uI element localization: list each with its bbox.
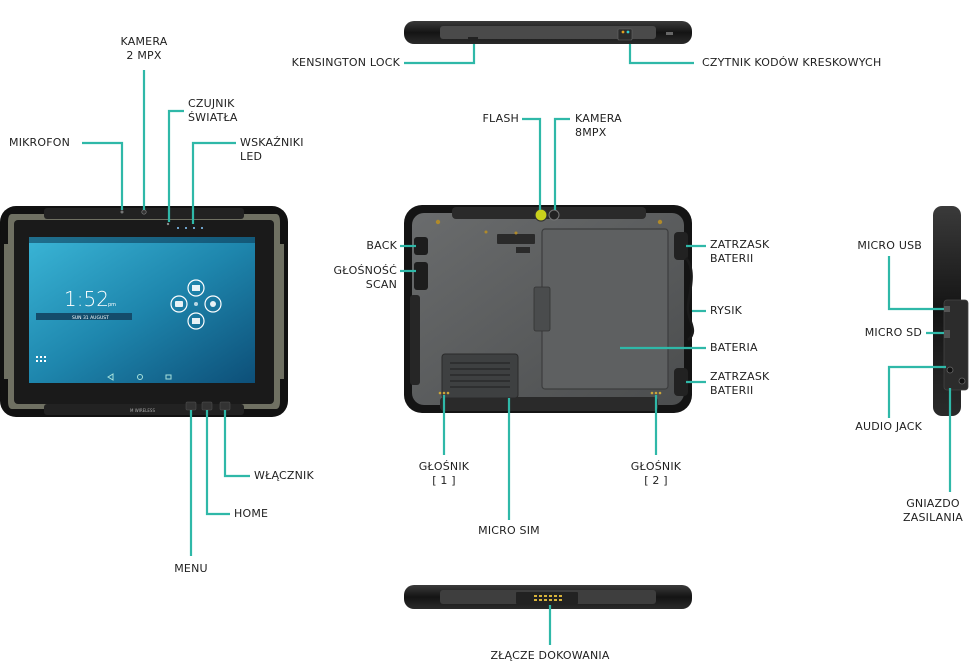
label-flash: FLASH: [482, 112, 519, 125]
screen-clock-suffix: pm: [108, 302, 116, 308]
label-barcode-reader: CZYTNIK KODÓW KRESKOWYCH: [702, 56, 882, 69]
email-icon: [187, 279, 205, 297]
label-volume-scan-line1: GŁOŚNOŚĆ: [333, 264, 397, 277]
label-speaker-1-line2: [ 1 ]: [432, 474, 456, 487]
leader-audio-jack: [887, 365, 946, 418]
label-battery-latch-top-line2: BATERII: [710, 252, 754, 265]
leader-barcode: [628, 44, 694, 65]
tablet-top-edge: [404, 21, 692, 44]
led-indicators-icon: [177, 227, 203, 229]
battery-latch-bottom-icon: [674, 368, 688, 396]
label-speaker-1-line1: GŁOŚNIK: [418, 460, 470, 473]
camera-icon: [170, 295, 188, 313]
label-speaker-1: GŁOŚNIK [ 1 ]: [404, 460, 484, 488]
tablet-screen: [29, 237, 255, 383]
docking-connector-icon: [516, 592, 578, 604]
front-camera-icon: [141, 209, 147, 215]
brand-logo: M WIRELESS: [130, 408, 155, 413]
micro-usb-port-icon: [944, 306, 950, 312]
menu-button-icon: [185, 401, 197, 411]
label-power-socket: GNIAZDO ZASILANIA: [896, 497, 970, 525]
leader-camera-8mpx: [553, 117, 570, 210]
home-button-icon: [201, 401, 213, 411]
label-volume-scan-line2: SCAN: [365, 278, 397, 291]
stylus-icon: [684, 257, 695, 341]
apps-grid-icon: [36, 356, 46, 362]
tablet-front: 1:52 pm SUN 31 AUGUST M WIRELESS: [0, 206, 288, 417]
battery-latch-top-icon: [674, 232, 688, 260]
leader-microphone: [82, 141, 124, 210]
label-speaker-2-line1: GŁOŚNIK: [630, 460, 682, 473]
micro-sd-slot-icon: [944, 330, 950, 338]
chrome-icon: [204, 295, 222, 313]
label-back: BACK: [366, 239, 397, 252]
label-camera-2mpx: KAMERA 2 MPX: [104, 35, 184, 63]
label-micro-usb: MICRO USB: [857, 239, 922, 252]
leader-power-button: [223, 410, 250, 478]
screen-date: SUN 31 AUGUST: [72, 315, 109, 321]
volume-scan-button-icon: [414, 262, 428, 290]
label-camera-8mpx-line1: KAMERA: [575, 112, 622, 125]
battery-cover: [541, 228, 669, 390]
label-camera-2mpx-line2: 2 MPX: [126, 49, 162, 62]
power-socket-icon: [958, 377, 966, 385]
label-home: HOME: [234, 507, 269, 520]
label-battery: BATERIA: [710, 341, 758, 354]
label-power-socket-line1: GNIAZDO: [906, 497, 960, 510]
label-volume-scan: GŁOŚNOŚĆ SCAN: [310, 264, 397, 292]
power-button-icon: [219, 401, 231, 411]
label-battery-latch-bottom-line2: BATERII: [710, 384, 754, 397]
label-kensington-lock: KENSINGTON LOCK: [291, 56, 400, 69]
label-microphone: MIKROFON: [9, 136, 71, 149]
leader-flash: [522, 117, 542, 210]
label-battery-latch-top: ZATRZASK BATERII: [710, 238, 800, 266]
screen-clock: 1:52: [64, 287, 109, 311]
label-battery-latch-bottom-line1: ZATRZASK: [710, 370, 770, 383]
rear-camera-icon: [548, 209, 560, 221]
tablet-bottom-edge: [404, 585, 692, 609]
label-light-sensor: CZUJNIK ŚWIATŁA: [188, 97, 278, 125]
microphone-icon: [120, 210, 124, 214]
audio-jack-icon: [946, 366, 954, 374]
label-light-sensor-line1: CZUJNIK: [188, 97, 235, 110]
tablet-side: [933, 206, 969, 416]
barcode-window-icon: [617, 28, 633, 41]
flash-icon: [534, 208, 548, 222]
leader-micro-usb: [887, 256, 944, 311]
label-battery-latch-top-line1: ZATRZASK: [710, 238, 770, 251]
label-power-button: WŁĄCZNIK: [254, 469, 314, 482]
label-light-sensor-line2: ŚWIATŁA: [188, 111, 238, 124]
label-camera-8mpx-line2: 8MPX: [575, 126, 607, 139]
leader-led: [191, 141, 236, 224]
leader-light-sensor: [167, 109, 184, 222]
leader-kensington: [404, 44, 476, 65]
light-sensor-icon: [166, 222, 170, 226]
leader-lines: [82, 44, 952, 645]
label-battery-latch-bottom: ZATRZASK BATERII: [710, 370, 800, 398]
label-audio-jack: AUDIO JACK: [855, 420, 922, 433]
label-power-socket-line2: ZASILANIA: [903, 511, 963, 524]
screen-icons: [36, 279, 222, 381]
label-speaker-2: GŁOŚNIK [ 2 ]: [616, 460, 696, 488]
label-camera-2mpx-line1: KAMERA: [120, 35, 168, 48]
tablet-back: [404, 205, 695, 413]
gallery-icon: [187, 312, 205, 330]
leader-home: [205, 410, 230, 516]
back-button-icon: [414, 237, 428, 255]
label-micro-sim: MICRO SIM: [478, 524, 540, 537]
label-stylus: RYSIK: [710, 304, 743, 317]
label-docking-connector: ZŁĄCZE DOKOWANIA: [490, 649, 610, 662]
label-menu: MENU: [174, 562, 208, 575]
label-speaker-2-line2: [ 2 ]: [644, 474, 668, 487]
label-led-line1: WSKAŹNIKI: [240, 136, 304, 149]
label-micro-sd: MICRO SD: [864, 326, 922, 339]
label-camera-8mpx: KAMERA 8MPX: [575, 112, 645, 140]
label-led-line2: LED: [240, 150, 263, 163]
label-led-indicators: WSKAŹNIKI LED: [240, 136, 330, 164]
